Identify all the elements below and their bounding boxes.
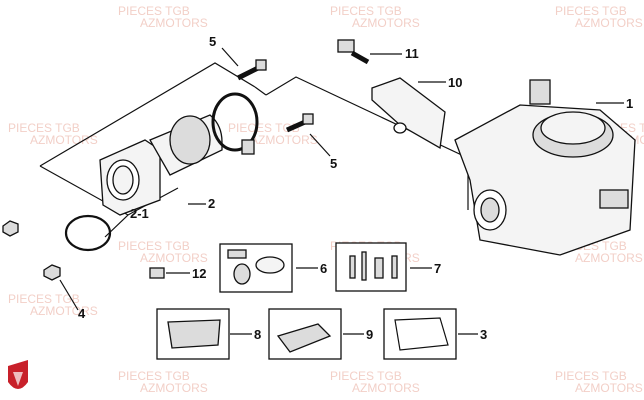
watermark-line2: AZMOTORS bbox=[575, 16, 643, 30]
watermark-line2: AZMOTORS bbox=[30, 304, 98, 318]
callout-2-1: 2-1 bbox=[130, 206, 149, 221]
intake-frame-join bbox=[254, 86, 267, 96]
callout-11: 11 bbox=[405, 46, 419, 61]
watermark-line1: PIECES TGB bbox=[118, 4, 190, 18]
callout-10: 10 bbox=[448, 75, 462, 90]
intake-manifold bbox=[99, 114, 223, 216]
callout-3: 3 bbox=[480, 327, 487, 342]
kit-box-7 bbox=[335, 242, 407, 292]
kit-box-8 bbox=[156, 308, 230, 360]
watermark-line2: AZMOTORS bbox=[575, 251, 643, 265]
hose-clamp bbox=[211, 92, 259, 155]
watermark-line1: PIECES TGB bbox=[330, 4, 402, 18]
callout-6: 6 bbox=[320, 261, 327, 276]
leader-lines bbox=[59, 47, 624, 335]
watermark-line1: PIECES TGB bbox=[330, 369, 402, 383]
watermark-line2: AZMOTORS bbox=[140, 16, 208, 30]
screw-mid bbox=[285, 113, 314, 133]
watermark-line2: AZMOTORS bbox=[575, 381, 643, 395]
kit-box-9 bbox=[268, 308, 342, 360]
watermark-line2: AZMOTORS bbox=[30, 133, 98, 147]
bracket-10 bbox=[371, 77, 446, 150]
callout-7: 7 bbox=[434, 261, 441, 276]
watermark-line1: PIECES TGB bbox=[228, 121, 300, 135]
nut-upper bbox=[2, 220, 19, 237]
screw-top bbox=[236, 59, 267, 81]
watermark-line1: PIECES TGB bbox=[8, 292, 80, 306]
callout-5-mid: 5 bbox=[330, 156, 337, 171]
watermark-line1: PIECES TGB bbox=[555, 4, 627, 18]
bolt-11 bbox=[337, 39, 370, 65]
callout-1: 1 bbox=[626, 96, 633, 111]
callout-8: 8 bbox=[254, 327, 261, 342]
watermark-line2: AZMOTORS bbox=[140, 251, 208, 265]
watermark-line2: AZMOTORS bbox=[250, 133, 318, 147]
intake-frame-5 bbox=[265, 76, 469, 210]
intake-frame-2 bbox=[39, 62, 256, 167]
kit-box-3 bbox=[383, 308, 457, 360]
watermark-line2: AZMOTORS bbox=[140, 381, 208, 395]
clip-12 bbox=[149, 267, 165, 279]
callout-12: 12 bbox=[192, 266, 206, 281]
nut-lower bbox=[43, 264, 61, 281]
watermark-line1: PIECES TGB bbox=[118, 369, 190, 383]
watermark-line2: AZMOTORS bbox=[352, 16, 420, 30]
watermark-line1: PIECES TGB bbox=[555, 369, 627, 383]
o-ring bbox=[64, 214, 112, 252]
watermark-line1: PIECES TGB bbox=[118, 239, 190, 253]
watermark-line1: PIECES TGB bbox=[8, 121, 80, 135]
callout-9: 9 bbox=[366, 327, 373, 342]
red-shield-logo bbox=[8, 360, 28, 389]
watermark-line2: AZMOTORS bbox=[352, 381, 420, 395]
callout-5-top: 5 bbox=[209, 34, 216, 49]
carburetor bbox=[454, 79, 636, 256]
kit-box-6 bbox=[219, 243, 293, 293]
callout-2: 2 bbox=[208, 196, 215, 211]
callout-4: 4 bbox=[78, 306, 86, 321]
